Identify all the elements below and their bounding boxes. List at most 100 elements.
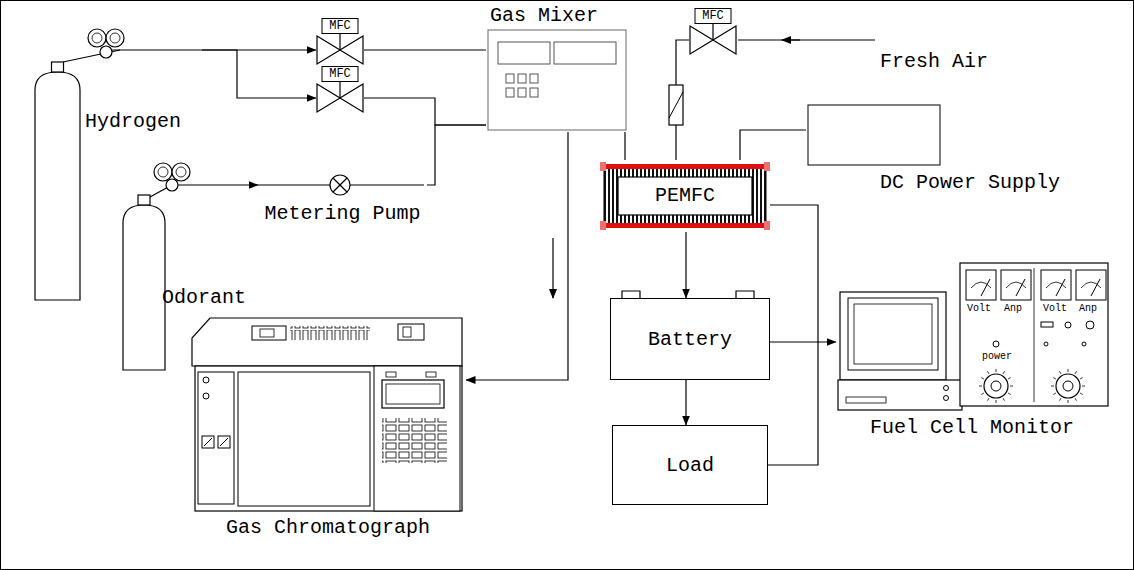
inlet-label: Fresh Air (880, 52, 988, 72)
drawing-rect (426, 372, 436, 377)
node-label: Gas Mixer (490, 6, 598, 26)
drawing-rect (1001, 270, 1031, 300)
connector-line (202, 50, 316, 98)
drawing-rect (382, 380, 444, 408)
drawing-rect (808, 105, 940, 165)
drawing-line (333, 178, 347, 192)
drawing-line (1008, 378, 1011, 380)
metering-pump: Metering Pump (258, 172, 427, 242)
drawing-rect (386, 372, 396, 377)
drawing-polygon (340, 84, 363, 112)
gas-cylinder-shape (30, 22, 202, 304)
drawing-rect (488, 30, 626, 130)
power-supply: DC Power Supply (806, 104, 1090, 198)
node-label: MFC (689, 10, 737, 22)
drawing-line (1082, 386, 1085, 387)
drawing-circle (154, 163, 172, 181)
gas-chromatograph: Gas Chromatograph (190, 316, 466, 546)
drawing-path (35, 72, 80, 300)
drawing-rect (600, 164, 770, 169)
meter-label: Anp (1079, 304, 1097, 314)
drawing-line (981, 393, 984, 395)
drawing-rect (398, 324, 424, 340)
drawing-line (339, 82, 340, 98)
node-label: DC Power Supply (880, 173, 1060, 193)
node-label: Load (613, 456, 767, 476)
drawing-line (1016, 279, 1025, 296)
gas-mixer: Gas Mixer (486, 2, 628, 132)
drawing-line (1034, 268, 1035, 402)
drawing-circle (984, 374, 1008, 398)
drawing-rect (764, 221, 770, 230)
drawing-polygon (690, 26, 713, 54)
connector-line (252, 184, 258, 185)
drawing-rect (1076, 270, 1106, 300)
drawing-line (1060, 398, 1062, 401)
connector-line (685, 380, 686, 425)
mfc-valve: MFC (316, 18, 364, 66)
drawing-rect (518, 74, 526, 83)
drawing-line (996, 400, 997, 403)
drawing-rect (52, 62, 64, 72)
drawing-g (506, 74, 538, 97)
drawing-line (1003, 398, 1005, 401)
fuel-cell-stack: PEMFC (600, 160, 770, 232)
drawing-circle (203, 393, 209, 399)
drawing-rect (202, 436, 214, 448)
drawing-circle (1082, 342, 1086, 346)
drawing-circle (88, 29, 106, 47)
drawing-circle (1086, 321, 1094, 329)
battery-box: Battery (610, 298, 770, 380)
node-label: Metering Pump (258, 204, 427, 224)
drawing-rect (554, 42, 616, 64)
drawing-line (1008, 393, 1011, 395)
drawing-circle (991, 381, 1001, 391)
drawing-circle (1044, 342, 1048, 346)
drawing-line (712, 24, 713, 40)
drawing-circle (172, 163, 190, 181)
gas-cylinder: Hydrogen (30, 22, 202, 304)
drawing-line (981, 378, 984, 380)
drawing-rect (600, 223, 770, 228)
drawing-rect (290, 326, 370, 340)
drawing-rect (966, 270, 996, 300)
node-label: Fuel Cell Monitor (870, 418, 1074, 438)
drawing-line (1075, 371, 1077, 374)
connector-line (466, 132, 568, 380)
drawing-line (1075, 398, 1077, 401)
drawing-line (988, 398, 990, 401)
drawing-line (1053, 393, 1056, 395)
drawing-polygon (713, 26, 736, 54)
drawing-rect (530, 74, 538, 83)
node-label: Battery (611, 330, 769, 350)
drawing-circle (203, 377, 209, 383)
drawing-line (112, 49, 202, 50)
drawing-rect (1041, 270, 1071, 300)
drawing-circle (944, 396, 949, 401)
connector-line (624, 132, 625, 160)
drawing-line (333, 178, 347, 192)
drawing-line (1003, 371, 1005, 374)
battery-terminal (736, 291, 754, 298)
drawing-rect (238, 372, 370, 506)
flow-arrow (552, 238, 553, 298)
drawing-line (178, 184, 252, 185)
drawing-rect (600, 221, 606, 230)
drawing-line (979, 386, 982, 387)
drawing-line (1056, 279, 1065, 296)
drawing-line (220, 438, 228, 446)
meter-label: Volt (1043, 304, 1067, 314)
connector-line (685, 232, 686, 298)
drawing-rect (600, 162, 606, 171)
drawing-polygon (317, 84, 340, 112)
fuel-cell-monitor: Fuel Cell MonitorVoltAnpVoltAnppower (836, 262, 1110, 442)
drawing-rect (374, 366, 460, 511)
connector-line (364, 98, 486, 125)
drawing-circle (1065, 322, 1071, 328)
battery-terminal (622, 291, 640, 298)
fuel-cell-monitor-shape (836, 262, 1110, 442)
drawing-rect (960, 263, 1108, 406)
drawing-rect (840, 292, 946, 380)
